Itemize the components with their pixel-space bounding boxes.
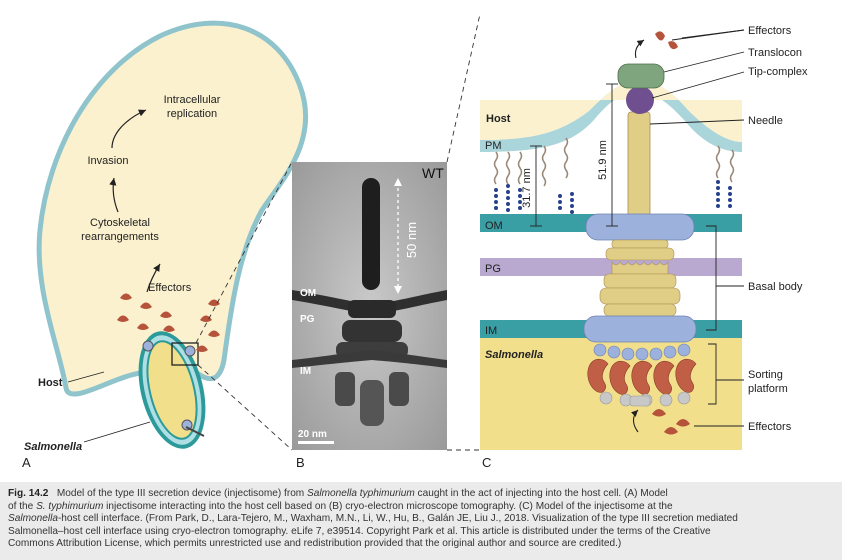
step-intracellular: Intracellular xyxy=(164,94,221,106)
wt-label: WT xyxy=(422,165,444,181)
host-cell xyxy=(36,20,309,397)
caption-text: injectisome interacting into the host ce… xyxy=(103,500,673,512)
c-salmonella: Salmonella xyxy=(485,349,543,361)
needle xyxy=(627,111,651,219)
lps-chains xyxy=(494,180,732,214)
em-pg: PG xyxy=(300,314,315,325)
zoom-box xyxy=(171,342,199,366)
host-label-a: Host xyxy=(38,377,63,389)
c-host: Host xyxy=(486,113,511,125)
pg-band xyxy=(480,258,742,276)
translocon xyxy=(617,63,665,89)
effector-icons-c-top xyxy=(655,31,678,50)
c-pm: PM xyxy=(485,140,502,152)
injectisome-dot xyxy=(142,340,154,352)
callout-needle: Needle xyxy=(748,115,783,127)
scale-bar xyxy=(298,441,334,444)
figure-14-2: Intracellular replication Invasion Cytos… xyxy=(22,13,808,470)
callout-basal-body: Basal body xyxy=(748,281,803,293)
step-effectors: Effectors xyxy=(148,282,192,294)
panel-c-model: 51.9 nm 31.7 nm Host PM OM PG IM Salmone… xyxy=(480,14,742,450)
sorting-platform xyxy=(587,343,697,407)
caption-citation: Commons Attribution License, which permi… xyxy=(8,538,622,550)
caption-text: Model of the type III secretion device (… xyxy=(56,488,308,499)
step-cytoskeletal: Cytoskeletal xyxy=(90,217,150,229)
caption-line-2: of the S. typhimurium injectisome intera… xyxy=(8,501,834,514)
dim-317: 31.7 nm xyxy=(521,168,533,208)
tip-complex xyxy=(626,86,654,114)
c-im: IM xyxy=(485,325,497,337)
caption-italic: Salmonella typhimurium xyxy=(307,488,415,499)
caption-line-1: Fig. 14.2 Model of the type III secretio… xyxy=(8,488,834,501)
panel-b-tomogram: 50 nm WT OM PG IM 20 nm xyxy=(292,162,447,450)
step-invasion: Invasion xyxy=(88,155,129,167)
dim-519: 51.9 nm xyxy=(597,140,609,180)
caption-line-4: Salmonella–host cell interface using cry… xyxy=(8,526,834,539)
panel-a: Intracellular replication Invasion Cytos… xyxy=(22,20,309,470)
caption-text: -host cell interface. xyxy=(57,513,146,525)
caption-text: caught in the act of injecting into the … xyxy=(414,488,668,499)
callout-platform: platform xyxy=(748,383,788,395)
panel-letter-a: A xyxy=(22,455,31,470)
injectisome-dot xyxy=(181,419,193,431)
em-om: OM xyxy=(300,288,316,299)
effector-icons-a xyxy=(117,293,220,352)
callouts-c xyxy=(649,29,745,427)
step-replication: replication xyxy=(167,108,217,120)
step-rearrangements: rearrangements xyxy=(81,231,159,243)
scalebar-20nm: 20 nm xyxy=(298,429,327,440)
c-pg: PG xyxy=(485,263,501,275)
caption-line-3: Salmonella-host cell interface. (From Pa… xyxy=(8,513,834,526)
panel-letter-c: C xyxy=(482,455,491,470)
callout-sorting: Sorting xyxy=(748,369,783,381)
caption-line-5: Commons Attribution License, which permi… xyxy=(8,538,834,551)
pm-filaments xyxy=(493,137,735,187)
callout-tip-complex: Tip-complex xyxy=(748,66,808,78)
effector-icons-c-bottom xyxy=(652,409,690,435)
caption-text: of the xyxy=(8,500,37,512)
em-im: IM xyxy=(300,366,311,377)
callout-effectors-bottom: Effectors xyxy=(748,421,792,433)
callout-effectors-top: Effectors xyxy=(748,25,792,37)
c-om: OM xyxy=(485,220,503,232)
panel-letter-b: B xyxy=(296,455,305,470)
figure-caption: Fig. 14.2 Model of the type III secretio… xyxy=(0,482,842,560)
injectisome-dot xyxy=(184,345,196,357)
fig-label: Fig. 14.2 xyxy=(8,488,49,499)
callout-translocon: Translocon xyxy=(748,47,802,59)
salmonella-label-a: Salmonella xyxy=(24,441,82,453)
caption-citation: (From Park, D., Lara-Tejero, M., Waxham,… xyxy=(145,513,738,525)
caption-citation: Salmonella–host cell interface using cry… xyxy=(8,525,711,537)
basal-body xyxy=(583,213,697,343)
scale-50nm: 50 nm xyxy=(404,222,419,258)
caption-italic: S. typhimurium xyxy=(36,500,104,512)
caption-italic: Salmonella xyxy=(8,513,58,525)
